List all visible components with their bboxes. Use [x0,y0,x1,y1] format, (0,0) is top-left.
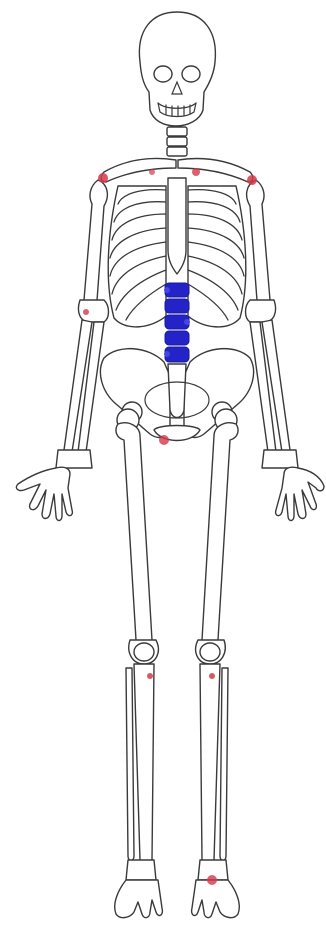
joint-marker-hip [159,435,169,445]
joint-marker-right-knee [209,673,215,679]
lumbar-spine-highlight [164,283,190,362]
joint-marker-left-elbow [83,309,89,315]
right-leg [192,409,240,918]
left-leg [115,409,163,918]
joint-marker-sternoclavicular-right [192,168,200,176]
joint-marker-left-shoulder [98,173,108,183]
left-arm [16,180,108,521]
joint-marker-left-knee [147,673,153,679]
cervical-spine [167,127,187,156]
right-arm [246,180,325,521]
joint-marker-sternoclavicular [149,169,155,175]
skull [139,12,215,126]
joint-marker-right-ankle [207,875,217,885]
joint-marker-right-shoulder [247,175,257,185]
